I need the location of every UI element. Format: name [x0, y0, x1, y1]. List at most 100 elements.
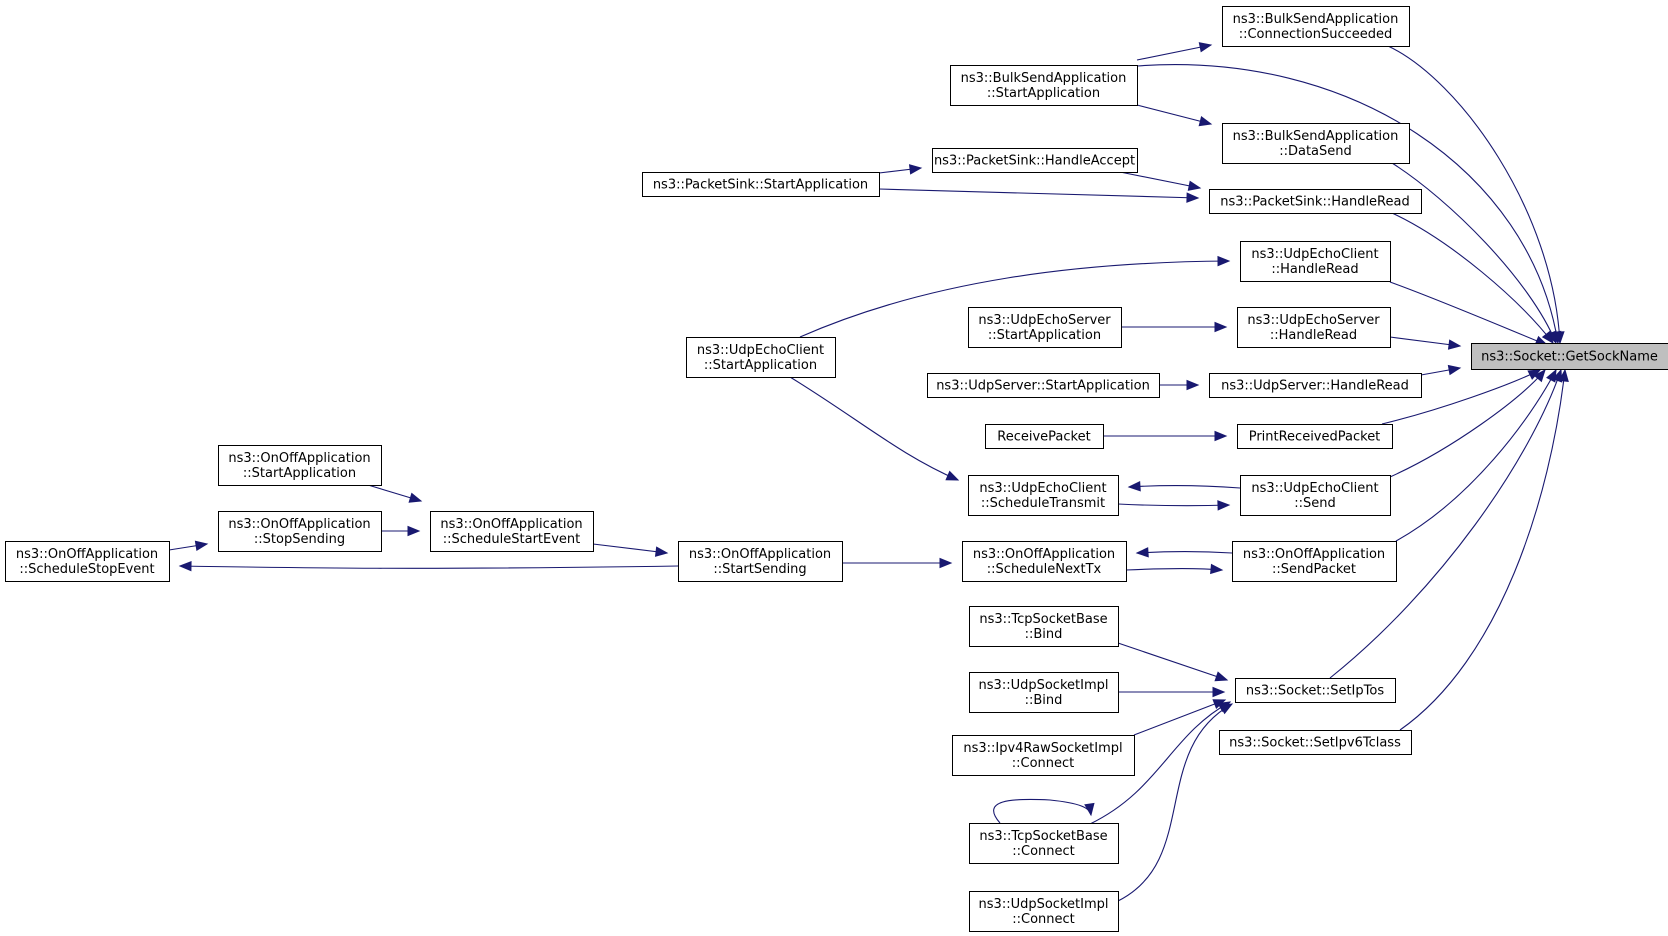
node-onoff-stop-sending[interactable]: ns3::OnOffApplication::StopSending	[218, 511, 382, 552]
edge-udpsocketimpl-bind-to-socket-set-ip-tos	[1118, 686, 1226, 698]
node-packetsink-handle-accept[interactable]: ns3::PacketSink::HandleAccept	[932, 148, 1138, 173]
node-label-line: ns3::UdpEchoClient	[1251, 481, 1378, 496]
node-box	[678, 541, 843, 582]
node-box	[927, 373, 1160, 398]
node-udpechoclient-start-app[interactable]: ns3::UdpEchoClient::StartApplication	[686, 337, 836, 378]
node-box	[969, 606, 1119, 647]
node-label-line: ::StartApplication	[243, 466, 356, 481]
arrow-head-icon	[1198, 42, 1213, 53]
edge-line	[1133, 699, 1226, 736]
arrow-head-icon	[908, 164, 923, 175]
node-label-line: ns3::UdpEchoClient	[979, 481, 1106, 496]
node-label-line: ns3::BulkSendApplication	[1233, 12, 1399, 27]
arrow-head-icon	[1127, 481, 1141, 492]
node-bulk-conn-succeeded[interactable]: ns3::BulkSendApplication::ConnectionSucc…	[1222, 6, 1410, 47]
node-print-received-packet[interactable]: PrintReceivedPacket	[1237, 424, 1393, 449]
node-label-line: ::ConnectionSucceeded	[1239, 27, 1393, 42]
node-udpechoclient-handle-read[interactable]: ns3::UdpEchoClient::HandleRead	[1240, 241, 1391, 282]
arrow-head-icon	[1558, 368, 1569, 383]
node-label-line: ::SendPacket	[1272, 562, 1356, 577]
node-get-sock-name[interactable]: ns3::Socket::GetSockName	[1471, 343, 1668, 370]
node-box	[952, 735, 1135, 776]
node-bulk-start-app[interactable]: ns3::BulkSendApplication::StartApplicati…	[950, 65, 1138, 106]
edge-line	[179, 565, 679, 569]
arrow-head-icon	[1084, 802, 1095, 817]
node-box	[1237, 424, 1393, 449]
node-box	[1240, 475, 1391, 516]
edge-onoff-schedule-next-tx-to-onoff-send-packet	[1125, 563, 1224, 575]
arrow-head-icon	[1187, 180, 1202, 191]
node-box	[1222, 6, 1410, 47]
edge-tcpsocketbase-bind-to-socket-set-ip-tos	[1117, 642, 1229, 682]
node-onoff-schedule-start[interactable]: ns3::OnOffApplication::ScheduleStartEven…	[430, 511, 594, 552]
edge-udpechoclient-send-to-udpechoclient-schedule-transmit	[1127, 481, 1241, 492]
node-bulk-data-send[interactable]: ns3::BulkSendApplication::DataSend	[1222, 123, 1410, 164]
edge-onoff-send-packet-to-onoff-schedule-next-tx	[1135, 547, 1233, 558]
node-packetsink-start-app[interactable]: ns3::PacketSink::StartApplication	[642, 172, 880, 197]
arrow-head-icon	[654, 546, 669, 557]
node-box	[968, 307, 1122, 348]
node-udpechoclient-schedule-transmit[interactable]: ns3::UdpEchoClient::ScheduleTransmit	[968, 475, 1119, 516]
node-label-line: ns3::UdpEchoClient	[1251, 247, 1378, 262]
node-onoff-schedule-stop[interactable]: ns3::OnOffApplication::ScheduleStopEvent	[5, 541, 170, 582]
node-udpechoclient-send[interactable]: ns3::UdpEchoClient::Send	[1240, 475, 1391, 516]
node-label-line: ns3::PacketSink::HandleRead	[1220, 195, 1409, 210]
node-receive-packet[interactable]: ReceivePacket	[985, 424, 1104, 449]
edge-line	[1329, 369, 1562, 679]
edge-bulk-start-app-to-bulk-conn-succeeded	[1136, 42, 1213, 61]
edge-packetsink-handle-accept-to-packetsink-handle-read	[1119, 171, 1202, 191]
node-udpechoserver-start-app[interactable]: ns3::UdpEchoServer::StartApplication	[968, 307, 1122, 348]
node-box	[1471, 343, 1668, 370]
node-box	[1222, 123, 1410, 164]
node-socket-set-ip-tos[interactable]: ns3::Socket::SetIpTos	[1235, 678, 1396, 703]
edge-udpechoclient-handle-read-to-get-sock-name	[1389, 281, 1549, 346]
node-label-line: ::StartApplication	[704, 358, 817, 373]
node-box	[1219, 730, 1412, 755]
node-tcpsocketbase-bind[interactable]: ns3::TcpSocketBase::Bind	[969, 606, 1119, 647]
edge-line	[1381, 369, 1541, 425]
nodes-layer: ns3::Socket::GetSockName ns3::BulkSendApp…	[5, 6, 1668, 932]
node-tcpsocketbase-connect[interactable]: ns3::TcpSocketBase::Connect	[969, 823, 1119, 864]
node-label-line: ns3::UdpSocketImpl	[979, 897, 1109, 912]
node-udpsocketimpl-connect[interactable]: ns3::UdpSocketImpl::Connect	[969, 891, 1119, 932]
edge-udpechoserver-handle-read-to-get-sock-name	[1389, 336, 1462, 350]
node-label-line: ns3::UdpServer::StartApplication	[936, 379, 1150, 394]
node-udpechoserver-handle-read[interactable]: ns3::UdpEchoServer::HandleRead	[1237, 307, 1391, 348]
node-box	[218, 511, 382, 552]
node-onoff-schedule-next-tx[interactable]: ns3::OnOffApplication::ScheduleNextTx	[962, 541, 1127, 582]
edge-tcpsocketbase-connect-to-tcpsocketbase-connect	[993, 798, 1095, 824]
node-box	[950, 65, 1138, 106]
edge-bulk-start-app-to-bulk-data-send	[1136, 104, 1213, 127]
node-udpserver-handle-read[interactable]: ns3::UdpServer::HandleRead	[1209, 373, 1422, 398]
node-ipv4raw-connect[interactable]: ns3::Ipv4RawSocketImpl::Connect	[952, 735, 1135, 776]
node-label-line: ::ScheduleTransmit	[981, 496, 1105, 511]
edge-line	[1389, 281, 1548, 346]
node-label-line: ::HandleRead	[1270, 328, 1357, 343]
node-packetsink-handle-read[interactable]: ns3::PacketSink::HandleRead	[1209, 189, 1422, 214]
node-box	[968, 475, 1119, 516]
node-box	[985, 424, 1104, 449]
node-label-line: ns3::OnOffApplication	[440, 517, 582, 532]
node-onoff-start-app[interactable]: ns3::OnOffApplication::StartApplication	[218, 445, 382, 486]
arrow-head-icon	[939, 557, 953, 569]
node-label-line: ::StartSending	[713, 562, 806, 577]
arrow-head-icon	[1135, 547, 1149, 558]
node-onoff-start-sending[interactable]: ns3::OnOffApplication::StartSending	[678, 541, 843, 582]
node-box	[932, 148, 1138, 173]
edge-receive-packet-to-print-received-packet	[1103, 430, 1228, 442]
node-label-line: ::Connect	[1012, 844, 1075, 859]
edge-line	[1117, 642, 1228, 681]
node-onoff-send-packet[interactable]: ns3::OnOffApplication::SendPacket	[1232, 541, 1397, 582]
node-socket-set-ipv6-tclass[interactable]: ns3::Socket::SetIpv6Tclass	[1219, 730, 1412, 755]
node-label-line: ns3::TcpSocketBase	[979, 612, 1107, 627]
node-box	[5, 541, 170, 582]
edge-udpechoclient-start-app-to-udpechoclient-schedule-transmit	[789, 376, 960, 481]
node-label-line: ReceivePacket	[997, 430, 1090, 445]
arrow-head-icon	[407, 525, 421, 537]
node-label-line: ns3::Socket::GetSockName	[1481, 350, 1658, 365]
node-label-line: ns3::PacketSink::HandleAccept	[934, 154, 1135, 169]
node-udpsocketimpl-bind[interactable]: ns3::UdpSocketImpl::Bind	[969, 672, 1119, 713]
node-label-line: ns3::Socket::SetIpTos	[1246, 684, 1384, 699]
edge-ipv4raw-connect-to-socket-set-ip-tos	[1133, 699, 1227, 736]
node-udpserver-start-app[interactable]: ns3::UdpServer::StartApplication	[927, 373, 1160, 398]
